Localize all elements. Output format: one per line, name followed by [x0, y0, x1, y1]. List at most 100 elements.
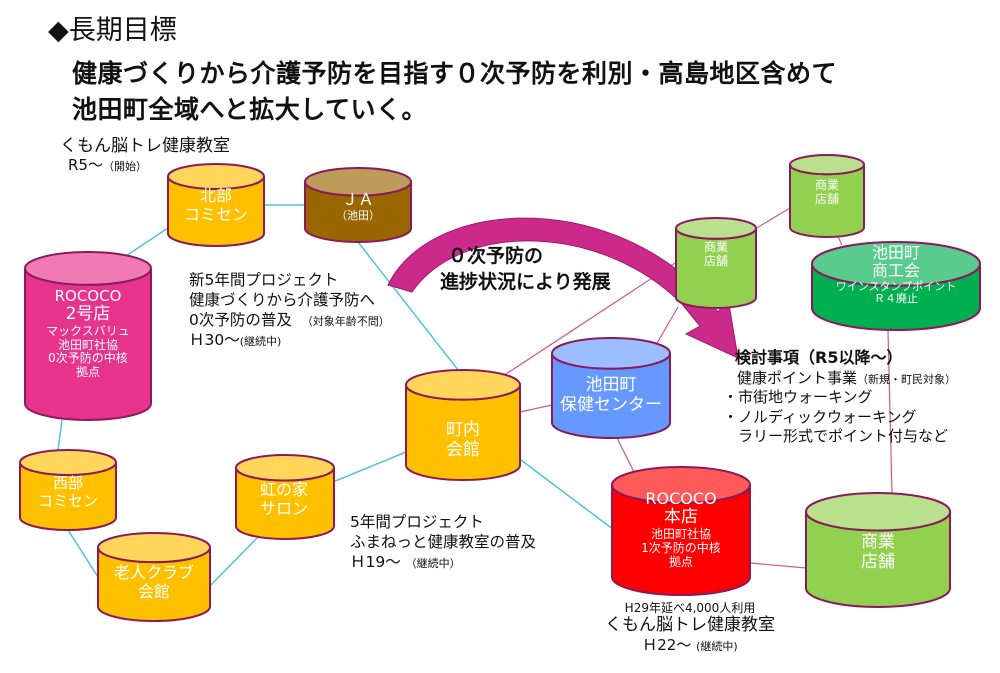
- node-label: 会館: [446, 440, 480, 461]
- note-period-line: Ｈ30～(継続中): [189, 330, 390, 350]
- link-hokubu-rococo2: [119, 227, 169, 261]
- node-ja[interactable]: ＪＡ （池田）: [305, 190, 411, 222]
- cylinder-hokubu: [167, 163, 265, 247]
- node-label: 会館: [137, 582, 170, 602]
- arrow-label-line: 進捗状況により発展: [440, 270, 611, 293]
- cylinder-hoken: [551, 337, 671, 439]
- cylinder-ja: [304, 167, 412, 243]
- section-heading: ◆長期目標: [48, 8, 177, 47]
- note-line: ・市街地ウォーキング: [723, 388, 873, 407]
- node-label: 商業: [703, 240, 728, 254]
- node-label: 虹の家: [259, 480, 308, 499]
- note-title: くもん脳トレ健康教室: [605, 615, 775, 636]
- node-rojin-club-kaikan[interactable]: 老人クラブ 会館: [98, 563, 210, 601]
- note-period: Ｈ22～: [642, 635, 692, 654]
- note-status: (継続中): [239, 335, 282, 349]
- cylinder-chonai: [405, 369, 521, 481]
- node-shop-2[interactable]: 商業 店舗: [790, 178, 864, 207]
- link-chonai-shop1: [499, 262, 676, 379]
- link-seibu-rojin: [67, 529, 99, 578]
- note-period: R5～: [68, 156, 103, 175]
- cylinder-shop2: [789, 154, 865, 238]
- node-label: 商業: [861, 532, 895, 552]
- note-line: 健康ポイント事業: [737, 368, 858, 387]
- node-label: ROCOCO: [54, 287, 122, 305]
- note-line: 健康づくりから介護予防へ: [189, 291, 376, 310]
- link-shokokai-shop3: [887, 329, 893, 496]
- node-sublabel: ワインスタンプポイント: [835, 279, 957, 293]
- node-label: 町内: [446, 420, 480, 440]
- node-shop-3[interactable]: 商業 店舗: [806, 532, 950, 573]
- cylinder-niji-top: [235, 454, 335, 482]
- node-label: ROCOCO: [645, 489, 717, 508]
- cylinder-shop3-top: [805, 492, 951, 532]
- note-new-5yr-project: 新5年間プロジェクト 健康づくりから介護予防へ 0次予防の普及 （対象年齢不問）…: [189, 270, 390, 351]
- node-hoken-center[interactable]: 池田町 保健センター: [552, 375, 670, 416]
- links-cyan: [57, 204, 615, 589]
- node-seibu-comisen[interactable]: 西部 コミセン: [20, 474, 116, 510]
- diamond-bullet-icon: ◆: [48, 15, 69, 46]
- cylinder-rococo2: [24, 251, 152, 421]
- node-niji-no-ie-salon[interactable]: 虹の家 サロン: [236, 480, 332, 518]
- node-label: 保健センター: [560, 395, 662, 416]
- node-label: サロン: [259, 499, 308, 519]
- node-rococo-main[interactable]: ROCOCO 本店 池田町社協 1次予防の中核 拠点: [612, 489, 750, 569]
- link-chonai-rococo: [520, 459, 615, 531]
- cylinder-rojin: [97, 532, 211, 622]
- node-label: ＪＡ: [341, 190, 374, 209]
- node-label: コミセン: [37, 492, 98, 510]
- node-label: 西部: [52, 474, 83, 492]
- note-line: 新5年間プロジェクト: [189, 271, 339, 289]
- cylinder-shop1-top: [675, 217, 757, 240]
- node-chonai-kaikan[interactable]: 町内 会館: [406, 420, 520, 461]
- node-hokubu-comisen[interactable]: 北部 コミセン: [168, 186, 264, 224]
- node-sublabel: マックスバリュ: [46, 323, 130, 338]
- arrow-label-line: ０次予防の: [448, 245, 544, 267]
- cylinder-rococo-main-top: [611, 466, 751, 504]
- note-aside: （対象年齢不問）: [301, 315, 390, 329]
- node-shop-1[interactable]: 商業 店舗: [676, 240, 756, 269]
- node-sublabel: 1次予防の中核: [641, 540, 721, 555]
- node-label: 商工会: [871, 261, 920, 281]
- cylinder-chonai-top: [405, 369, 521, 401]
- cylinder-niji: [235, 454, 335, 540]
- node-label: 店舗: [703, 254, 728, 269]
- link-ja-chonai: [357, 241, 463, 376]
- cylinder-shop2-top: [789, 154, 865, 176]
- goal-line-1: 健康づくりから介護予防を目指す０次予防を利別・高島地区含めて: [72, 59, 838, 88]
- note-line: ・ノルディックウォーキング: [723, 407, 917, 426]
- goal-line-2: 池田町全域へと拡大していく。: [72, 95, 428, 124]
- cylinder-rojin-top: [97, 532, 211, 564]
- cylinder-hoken-top: [551, 337, 671, 370]
- link-rococo2-seibu: [57, 419, 63, 451]
- node-label: 本店: [664, 507, 698, 528]
- note-period-line: R5～（開始）: [60, 156, 230, 174]
- cylinder-rococo2-top: [24, 251, 152, 286]
- node-sublabel: 拠点: [668, 554, 693, 569]
- note-line: ふまねっと健康教室の普及: [350, 533, 537, 552]
- link-hoken-shop1: [655, 306, 679, 346]
- link-chonai-hoken: [519, 404, 553, 413]
- note-line: ラリー形式でポイント付与など: [723, 427, 949, 446]
- node-label: 店舗: [861, 552, 895, 573]
- node-sublabel: Ｒ４廃止: [874, 292, 918, 306]
- note-title: くもん脳トレ健康教室: [60, 136, 230, 156]
- cylinder-shop3: [805, 492, 951, 608]
- node-sublabel: 池田町社協: [57, 337, 118, 352]
- link-niji-chonai: [332, 451, 407, 483]
- note-5yr-project: 5年間プロジェクト ふまねっと健康教室の普及 Ｈ19～ （継続中）: [350, 512, 536, 572]
- node-label: コミセン: [183, 205, 248, 225]
- node-sublabel: 0次予防の中核: [48, 351, 128, 366]
- cylinder-seibu: [19, 449, 117, 531]
- note-period-line: Ｈ19～ （継続中）: [350, 552, 536, 572]
- node-label: 店舗: [814, 192, 839, 207]
- node-sublabel: （池田）: [336, 209, 380, 223]
- node-rococo-2[interactable]: ROCOCO 2号店 マックスバリュ 池田町社協 0次予防の中核 拠点: [27, 287, 149, 380]
- node-sublabel: 拠点: [75, 365, 100, 380]
- node-shokokai[interactable]: 池田町 商工会 ワインスタンプポイント Ｒ４廃止: [812, 243, 980, 306]
- note-kumon-r5: くもん脳トレ健康教室 R5～（開始）: [60, 136, 230, 174]
- review-title: 検討事項（R5以降～）: [735, 348, 903, 367]
- node-label: 商業: [814, 178, 839, 192]
- note-line: 0次予防の普及 （対象年齢不問）: [189, 310, 390, 330]
- note-status: (継続中): [696, 639, 738, 653]
